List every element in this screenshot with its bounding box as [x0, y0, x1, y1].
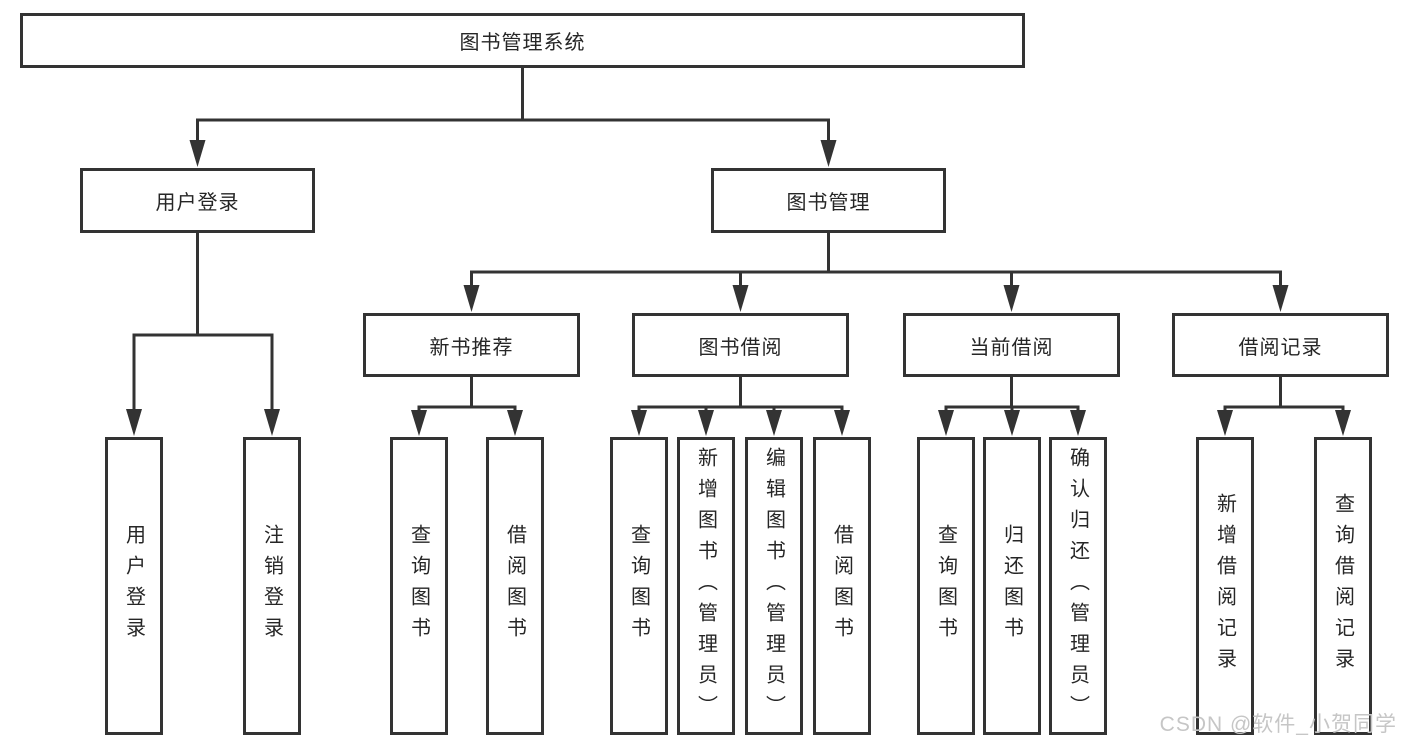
node-user-login: 用户登录	[80, 168, 315, 233]
leaf-add-books-admin-label: 新增图书（管理员）	[694, 446, 717, 726]
leaf-return-books: 归还图书	[983, 437, 1041, 735]
leaf-query-books-1-label: 查询图书	[407, 524, 430, 648]
leaf-logout: 注销登录	[243, 437, 301, 735]
leaf-edit-books-admin: 编辑图书（管理员）	[745, 437, 803, 735]
leaf-query-books-1: 查询图书	[390, 437, 448, 735]
connectors-level1	[196, 68, 830, 146]
connectors-user-login-group	[132, 233, 274, 412]
leaf-logout-label: 注销登录	[260, 524, 283, 648]
connectors-level3	[417, 377, 1345, 414]
leaf-query-borrow-record-label: 查询借阅记录	[1331, 493, 1354, 679]
arrowheads-level1	[189, 140, 837, 167]
leaf-user-login-label: 用户登录	[122, 524, 145, 648]
csdn-watermark: CSDN @软件_小贺同学	[1159, 713, 1397, 736]
arrowheads-level2	[463, 285, 1289, 312]
node-library-management-system: 图书管理系统	[20, 13, 1025, 68]
connectors-level2	[470, 233, 1282, 290]
leaf-query-books-2: 查询图书	[610, 437, 668, 735]
leaf-borrow-books-1: 借阅图书	[486, 437, 544, 735]
node-book-management: 图书管理	[711, 168, 946, 233]
node-new-book-recommendation: 新书推荐	[363, 313, 580, 377]
leaf-add-borrow-record: 新增借阅记录	[1196, 437, 1254, 735]
leaf-confirm-return-admin: 确认归还（管理员）	[1049, 437, 1107, 735]
leaf-query-borrow-record: 查询借阅记录	[1314, 437, 1372, 735]
leaf-query-books-3-label: 查询图书	[934, 524, 957, 648]
node-current-borrowing: 当前借阅	[903, 313, 1120, 377]
leaf-borrow-books-2-label: 借阅图书	[830, 524, 853, 648]
leaf-return-books-label: 归还图书	[1000, 524, 1023, 648]
leaf-borrow-books-2: 借阅图书	[813, 437, 871, 735]
leaf-edit-books-admin-label: 编辑图书（管理员）	[762, 446, 785, 726]
leaf-confirm-return-admin-label: 确认归还（管理员）	[1066, 446, 1089, 726]
leaf-add-books-admin: 新增图书（管理员）	[677, 437, 735, 735]
leaf-user-login: 用户登录	[105, 437, 163, 735]
node-borrowing-records: 借阅记录	[1172, 313, 1389, 377]
leaf-add-borrow-record-label: 新增借阅记录	[1213, 493, 1236, 679]
leaf-query-books-2-label: 查询图书	[627, 524, 650, 648]
arrowheads-level3	[411, 410, 1351, 436]
leaf-query-books-3: 查询图书	[917, 437, 975, 735]
arrowheads-user-login-group	[126, 409, 280, 436]
node-book-borrowing: 图书借阅	[632, 313, 849, 377]
leaf-borrow-books-1-label: 借阅图书	[503, 524, 526, 648]
